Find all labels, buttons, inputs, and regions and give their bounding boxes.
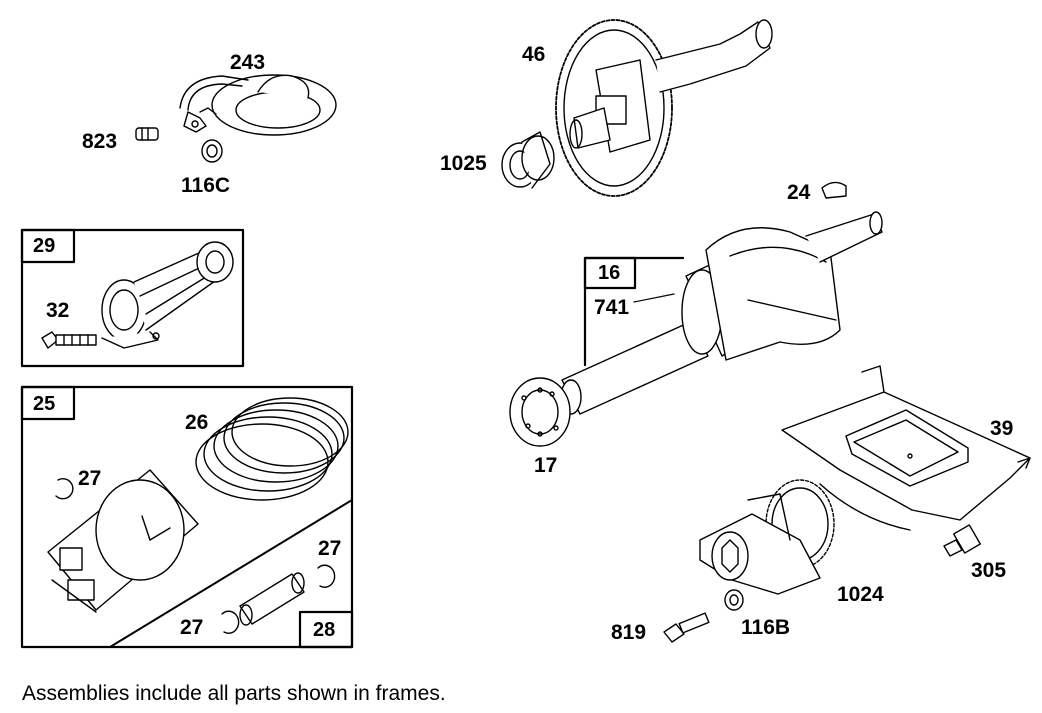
- label-27c: 27: [180, 616, 204, 639]
- label-32: 32: [46, 299, 70, 322]
- camshaft: [555, 19, 773, 197]
- frame-29: [20, 228, 245, 368]
- key-24: [821, 181, 847, 199]
- breather-243: [179, 74, 337, 136]
- baffle-39: [781, 365, 1031, 531]
- crankshaft: [560, 211, 883, 415]
- label-1025: 1025: [440, 152, 487, 175]
- seal-116b: [724, 589, 744, 611]
- bearing-17: [509, 377, 571, 447]
- label-305: 305: [971, 559, 1007, 582]
- label-116c: 116C: [181, 174, 231, 197]
- bolt-32: [41, 331, 97, 349]
- assemblies-note: Assemblies include all parts shown in fr…: [22, 682, 446, 705]
- label-243: 243: [230, 51, 266, 74]
- seal-116c: [201, 139, 223, 163]
- label-819: 819: [611, 621, 647, 644]
- wrist-pin: [239, 572, 305, 626]
- frame-label-25: 25: [33, 393, 56, 415]
- circlip-27b: [317, 564, 336, 588]
- piston-rings: [195, 397, 349, 501]
- label-17: 17: [534, 454, 558, 477]
- label-27b: 27: [318, 537, 342, 560]
- frame-label-29: 29: [33, 235, 56, 257]
- frame-16: [583, 256, 685, 367]
- piston: [47, 469, 199, 613]
- gear-1025: [501, 131, 555, 189]
- frame-25: [20, 385, 354, 649]
- leader-741: [633, 293, 675, 303]
- plug-823: [135, 127, 159, 141]
- frame-label-16: 16: [598, 262, 621, 284]
- label-46: 46: [522, 43, 546, 66]
- label-24: 24: [787, 181, 811, 204]
- frame-label-28: 28: [313, 619, 336, 641]
- label-823: 823: [82, 130, 118, 153]
- connecting-rod: [101, 241, 234, 349]
- label-741: 741: [594, 296, 630, 319]
- label-27a: 27: [78, 467, 102, 490]
- label-1024: 1024: [837, 583, 884, 606]
- label-116b: 116B: [741, 616, 791, 639]
- bolt-819: [663, 612, 710, 643]
- oil-pump-1024: [699, 479, 835, 595]
- bolt-305: [943, 524, 981, 557]
- label-39: 39: [990, 417, 1014, 440]
- label-26: 26: [185, 411, 209, 434]
- circlip-27a: [55, 478, 74, 500]
- circlip-27c: [221, 610, 240, 634]
